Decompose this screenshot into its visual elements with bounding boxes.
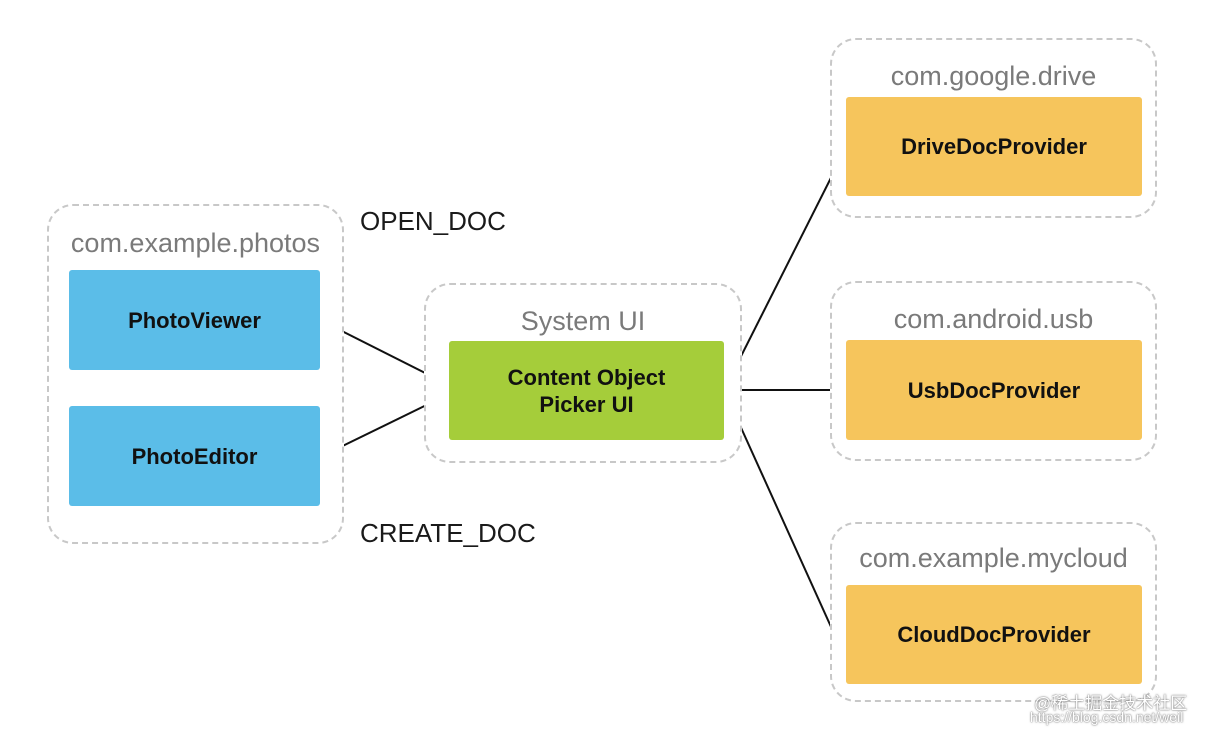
usb-package-label: com.android.usb <box>893 304 1094 334</box>
drive-provider-box: DriveDocProvider <box>846 97 1142 196</box>
cloud-package-label: com.example.mycloud <box>859 543 1128 573</box>
cloud-provider-box: CloudDocProvider <box>846 585 1142 684</box>
system-package-label: System UI <box>520 306 646 336</box>
client-package-label: com.example.photos <box>70 228 321 258</box>
drive-package-label: com.google.drive <box>890 61 1097 91</box>
photoviewer-box: PhotoViewer <box>69 270 320 370</box>
create-doc-label: CREATE_DOC <box>360 518 536 548</box>
content-picker-box: Content Object Picker UI <box>449 341 724 440</box>
watermark-brand: @稀土掘金技术社区 <box>1034 694 1188 713</box>
watermark-url: https://blog.csdn.net/weil <box>1030 709 1184 725</box>
arrow-picker-to-drive <box>723 147 847 391</box>
usb-provider-box: UsbDocProvider <box>846 340 1142 440</box>
photoeditor-box: PhotoEditor <box>69 406 320 506</box>
arrow-picker-to-cloud <box>723 389 847 661</box>
open-doc-label: OPEN_DOC <box>360 206 506 236</box>
